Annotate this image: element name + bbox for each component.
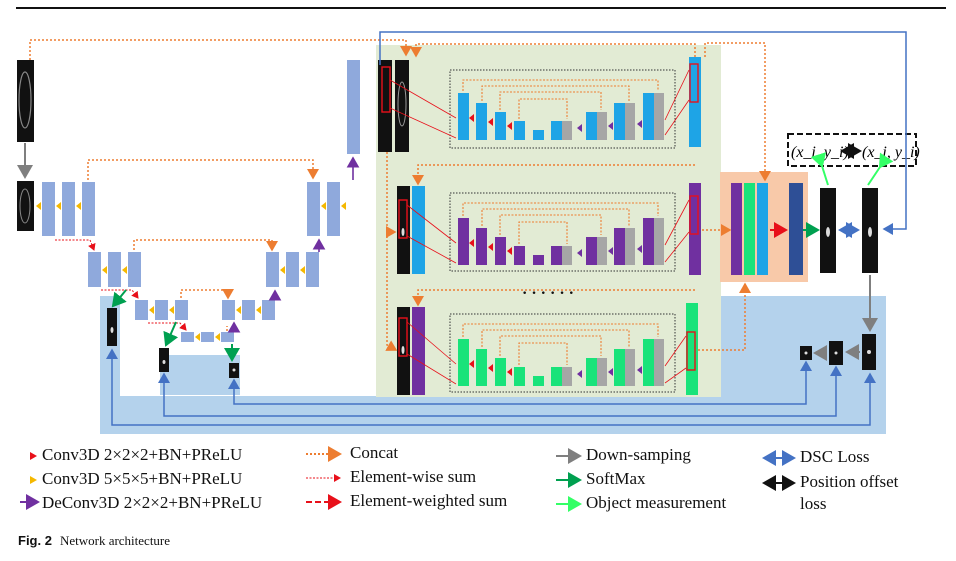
legend-concat-label: Concat (350, 443, 399, 462)
yellow-triangle-icon (30, 476, 37, 484)
legend-dsc-loss: DSC Loss (800, 447, 869, 467)
figure-caption-label: Fig. 2 (18, 533, 52, 548)
legend-downsampling: Down-samping (586, 445, 691, 465)
legend-concat: Concat (350, 443, 398, 463)
legend-softmax-label: SoftMax (586, 469, 646, 488)
legend-downsampling-label: Down-samping (586, 445, 691, 464)
legend-deconv3d: DeConv3D 2×2×2+BN+PReLU (42, 493, 262, 513)
figure-caption: Fig. 2 Network architecture (18, 533, 170, 549)
legend-position-offset-label: Position offset (800, 472, 899, 491)
legend-conv3d-5: Conv3D 5×5×5+BN+PReLU (42, 469, 242, 489)
legend-deconv3d-label: DeConv3D 2×2×2+BN+PReLU (42, 493, 263, 512)
blue-panel-cutout-2 (160, 355, 240, 395)
legend-dsc-loss-label: DSC Loss (800, 447, 870, 466)
left-vnet (17, 39, 412, 378)
coord-left: (x_i, y_i) (791, 144, 849, 161)
legend-position-offset: Position offset (800, 472, 898, 492)
legend-object-measurement: Object measurement (586, 493, 726, 513)
red-triangle-icon (30, 452, 37, 460)
legend-element-weighted-sum-label: Element-weighted sum (350, 491, 508, 510)
coord-right: (x_i, y_i) (862, 144, 920, 161)
legend-element-sum: Element-wise sum (350, 467, 476, 487)
legend-conv3d-2: Conv3D 2×2×2+BN+PReLU (42, 445, 242, 465)
legend-conv3d-2-label: Conv3D 2×2×2+BN+PReLU (42, 445, 243, 464)
cascade-ellipsis: · · · · · · (522, 285, 574, 302)
legend-element-sum-label: Element-wise sum (350, 467, 477, 486)
figure-caption-text: Network architecture (59, 533, 171, 548)
legend-softmax: SoftMax (586, 469, 646, 489)
legend-element-weighted-sum: Element-weighted sum (350, 491, 507, 511)
legend-object-measurement-label: Object measurement (586, 493, 727, 512)
legend-symbols (20, 446, 796, 512)
legend-position-offset-loss: loss (800, 494, 826, 514)
fusion-block (731, 183, 820, 275)
legend-conv3d-5-label: Conv3D 5×5×5+BN+PReLU (42, 469, 243, 488)
legend-position-offset-loss-label: loss (800, 494, 827, 513)
